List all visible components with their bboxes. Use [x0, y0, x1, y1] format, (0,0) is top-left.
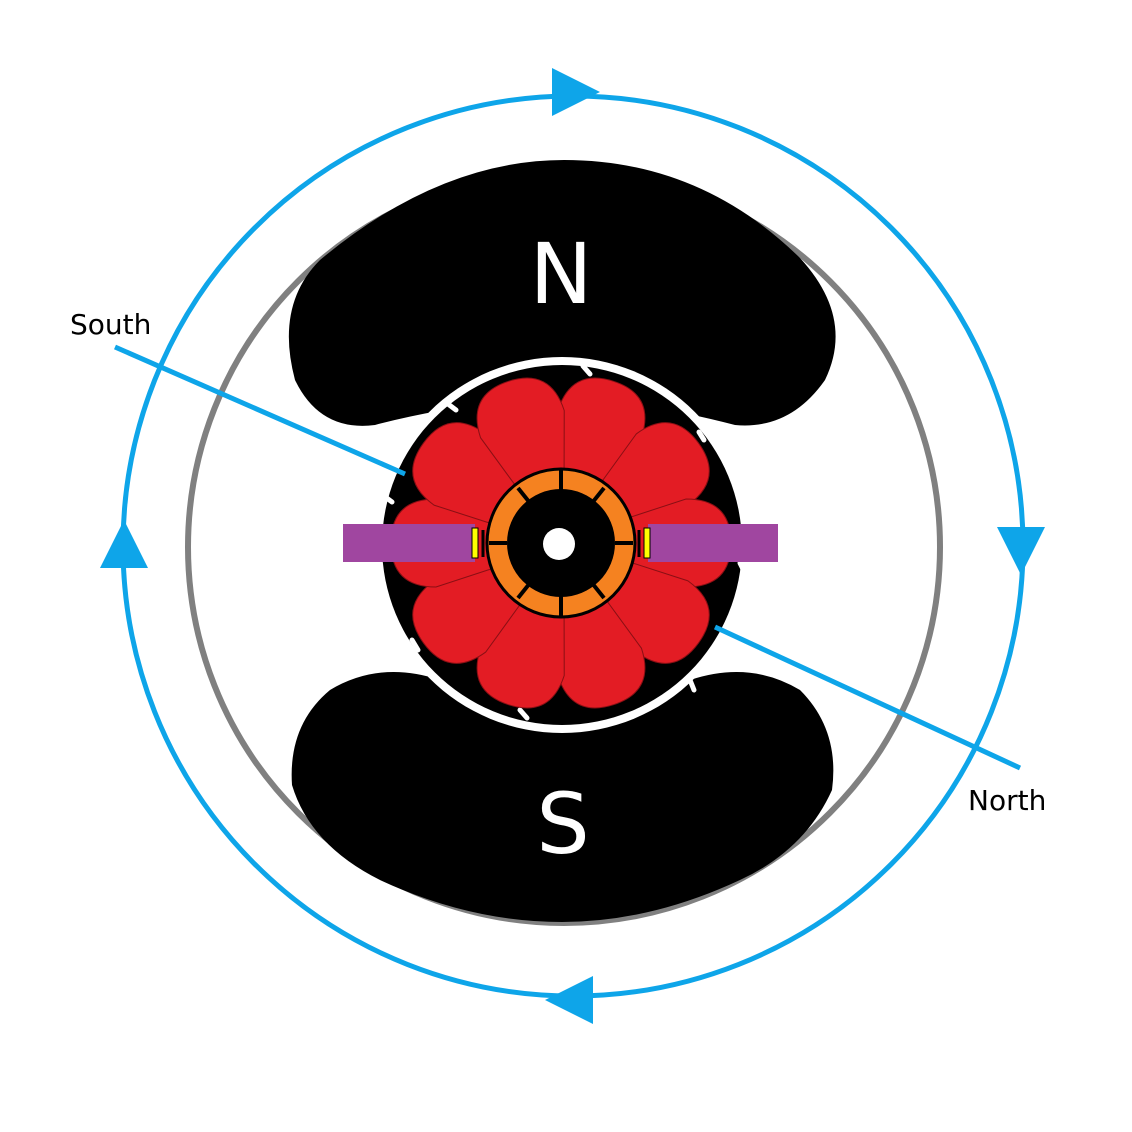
south-callout-line: [113, 344, 407, 477]
field-arrow-left-icon: [100, 520, 148, 568]
left-brush: [343, 524, 475, 562]
stator-notches: [381, 363, 749, 721]
armature-lobe: [412, 562, 521, 664]
south-pole-piece: [291, 672, 834, 922]
commutator-segment-dividers: [489, 469, 633, 617]
south-callout-label: South: [70, 308, 151, 341]
armature-lobe: [557, 600, 646, 709]
right-brush: [648, 524, 778, 562]
pole-pieces: [288, 160, 836, 922]
north-pole-label: N: [530, 225, 593, 323]
north-pole-piece: [288, 160, 836, 426]
north-callout-label: North: [968, 784, 1046, 817]
north-callout-line: [713, 624, 1022, 771]
left-brush-contact: [471, 527, 479, 559]
field-arrow-right-icon: [997, 527, 1045, 575]
motor-shaft: [543, 528, 575, 560]
right-brush-contact: [643, 527, 651, 559]
field-arrow-top-icon: [552, 68, 600, 116]
south-pole-label: S: [536, 775, 589, 873]
field-arrow-bottom-icon: [545, 976, 593, 1024]
armature-lobe: [476, 377, 565, 486]
armature-lobe: [601, 422, 710, 524]
